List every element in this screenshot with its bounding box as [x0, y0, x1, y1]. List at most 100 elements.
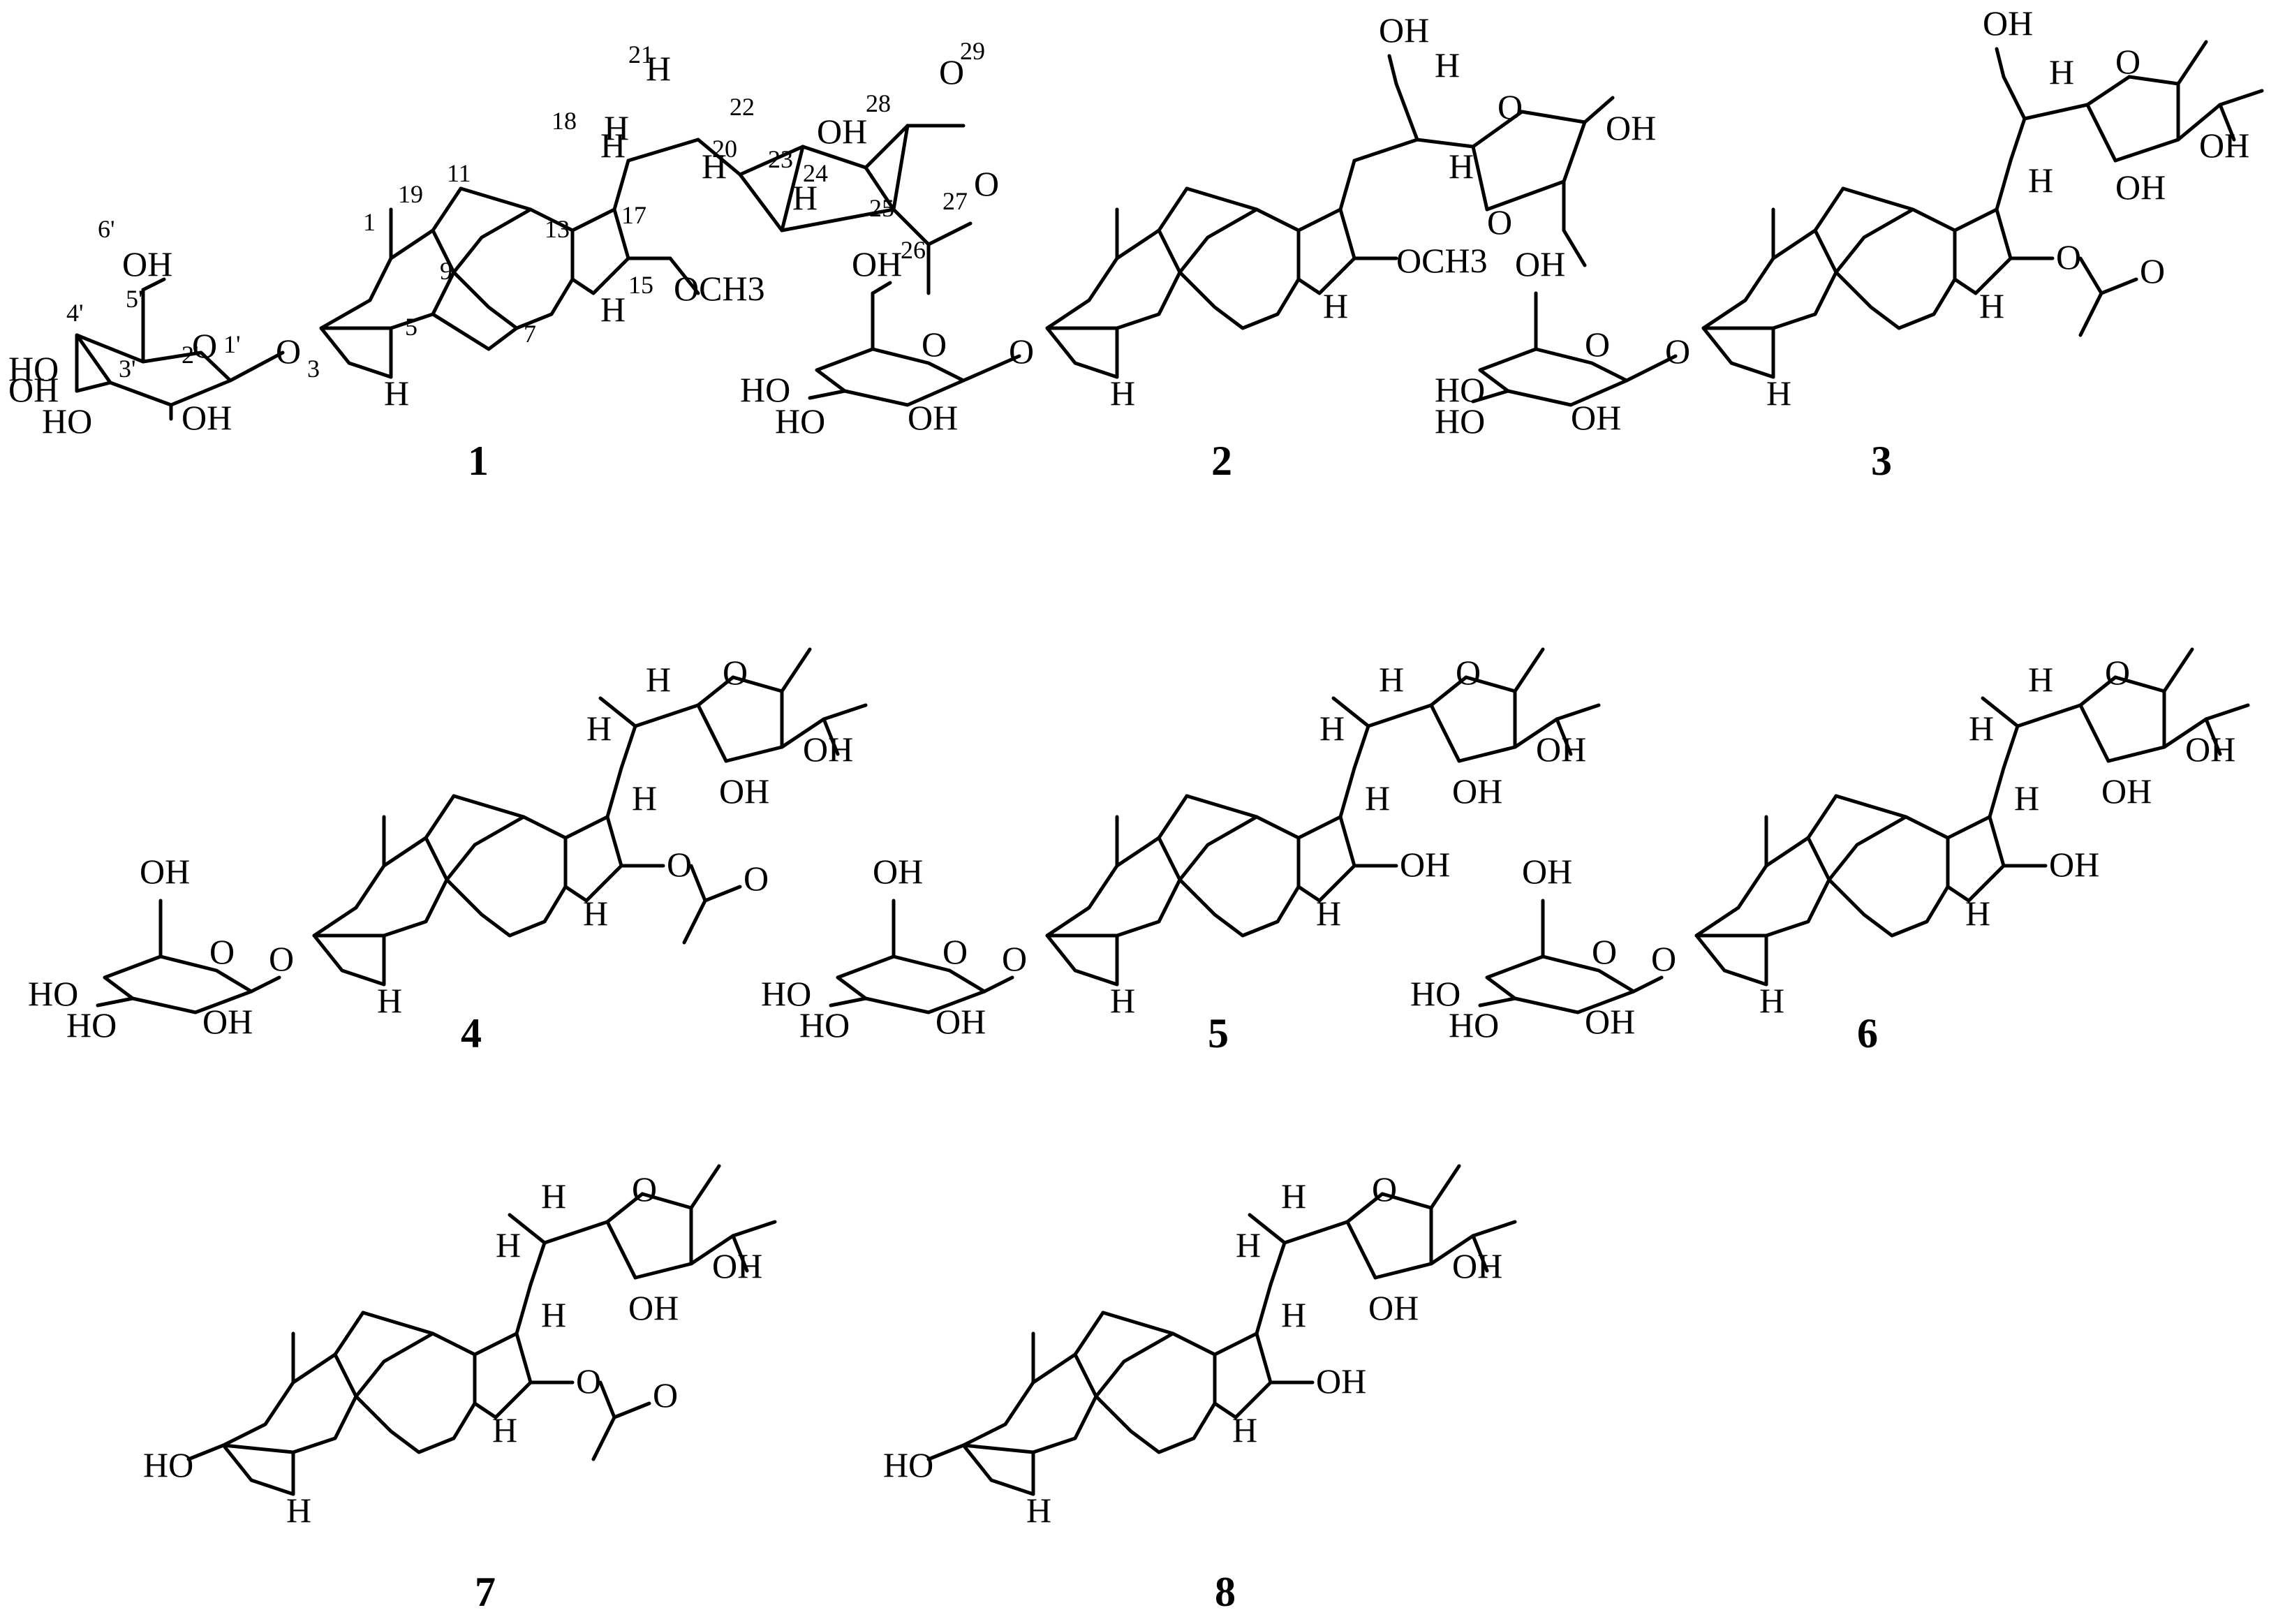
atom-label: HO — [143, 1445, 193, 1484]
position-number: 19 — [398, 180, 423, 208]
atom-label: H — [586, 709, 612, 748]
position-number: 1 — [363, 208, 376, 236]
atom-label: O — [653, 1375, 678, 1415]
atom-label: H — [2028, 660, 2053, 699]
position-numbers-1: 6' 5' 4' 3' 2' 1' 3 5 1 19 11 9 7 13 18 … — [66, 37, 985, 383]
atom-label: OH — [628, 1288, 679, 1327]
atom-label: H — [702, 147, 727, 186]
atom-label: O — [744, 859, 769, 898]
atom-label: H — [583, 894, 608, 933]
atom-label: HO — [42, 401, 92, 441]
atom-label: O — [269, 939, 294, 978]
atom-label: H — [600, 126, 626, 165]
atom-label: HO — [1410, 974, 1461, 1013]
atom-label: HO — [883, 1445, 933, 1484]
compound-4: OH HO HO OH O O H H O H OH OH H O O H 4 — [28, 647, 868, 1056]
sugar-2 — [808, 281, 1021, 407]
atom-label: H — [1365, 778, 1390, 818]
atom-label: H — [1449, 147, 1474, 186]
atom-label: O — [192, 326, 217, 365]
position-number: 6' — [98, 215, 115, 243]
sugar-3 — [1471, 291, 1678, 407]
position-number: 7 — [524, 320, 536, 348]
atom-label: OH — [908, 398, 958, 437]
atom-label: O — [974, 164, 999, 203]
atom-label: H — [1759, 981, 1784, 1020]
atom-label: H — [1281, 1176, 1306, 1216]
atom-label: O — [276, 332, 301, 371]
atom-label: H — [1026, 1491, 1051, 1530]
compound-id-label: 5 — [1208, 1010, 1229, 1056]
atom-label: OH — [712, 1246, 762, 1285]
position-number: 25 — [869, 194, 894, 222]
atom-label: H — [1319, 709, 1345, 748]
position-number: 11 — [447, 159, 471, 187]
position-number: 23 — [768, 145, 793, 173]
position-number: 13 — [545, 215, 570, 243]
atom-label: H — [1435, 45, 1460, 84]
atom-label: H — [632, 778, 657, 818]
atom-label: OH — [852, 244, 902, 283]
steroid-core-2 — [1045, 54, 1615, 379]
compound-3: OH HO HO OH O O H OH H O OH OH H O O H 3 — [1435, 3, 2264, 484]
atom-label: OH — [1316, 1361, 1366, 1401]
position-number: 26 — [901, 236, 926, 264]
atom-label: OH — [873, 852, 923, 891]
atom-label: O — [1009, 332, 1034, 371]
atom-label: O — [1498, 87, 1523, 126]
atom-label: HO — [8, 349, 59, 388]
position-number: 24 — [803, 159, 828, 187]
position-number: 18 — [552, 107, 577, 135]
compound-6: OH HO HO OH O O H H O H OH OH H OH H 6 — [1410, 647, 2250, 1056]
position-number: 1' — [223, 330, 241, 358]
atom-label: H — [286, 1491, 311, 1530]
steroid-core-3 — [1701, 40, 2264, 379]
atom-label: HO — [28, 974, 78, 1013]
atom-label: OH — [2199, 126, 2249, 165]
atom-label: H — [1236, 1225, 1261, 1264]
atom-label: O — [1456, 653, 1481, 692]
atom-label: OH — [182, 398, 232, 437]
atom-label: H — [377, 981, 402, 1020]
atom-label: O — [922, 325, 947, 364]
atom-label: H — [2028, 161, 2053, 200]
atom-label: O — [2140, 251, 2165, 290]
atom-label: O — [576, 1361, 601, 1401]
atom-label: H — [1281, 1295, 1306, 1334]
atom-label: OH — [1515, 244, 1565, 283]
atom-label: O — [632, 1169, 657, 1209]
atom-label: OH — [1379, 10, 1429, 50]
position-number: 9 — [440, 257, 452, 285]
atom-label: HO — [1435, 401, 1485, 441]
atom-label: O — [1665, 332, 1690, 371]
atom-label: H — [1969, 709, 1994, 748]
steroid-core-7 — [186, 1164, 777, 1496]
atom-label: O — [1002, 939, 1027, 978]
atom-label: HO — [761, 974, 811, 1013]
sugar-1 — [75, 277, 285, 421]
atom-label: OH — [1400, 845, 1450, 884]
atom-label: H — [1110, 981, 1135, 1020]
atom-label: OH — [1452, 1246, 1502, 1285]
atom-label: O — [667, 845, 692, 884]
steroid-core-1 — [319, 124, 973, 379]
atom-label: HO — [66, 1005, 117, 1044]
steroid-core-6 — [1694, 647, 2250, 987]
atom-label: H — [600, 290, 626, 329]
position-number: 22 — [730, 93, 755, 121]
position-number: 5' — [126, 285, 143, 313]
atom-label: HO — [740, 370, 790, 409]
atom-label: O — [2115, 42, 2140, 81]
atom-label: O — [2056, 237, 2081, 276]
atom-label: H — [1110, 374, 1135, 413]
atom-label: H — [1232, 1410, 1257, 1449]
compound-1: OH OH OH HO HO O O H O O OCH3 H H H H OH… — [8, 37, 999, 484]
atom-label: O — [723, 653, 748, 692]
atom-label: OH — [1452, 772, 1502, 811]
atom-label: H — [1323, 286, 1348, 325]
position-number: 27 — [942, 187, 968, 215]
steroid-core-5 — [1045, 647, 1601, 987]
compound-2: OH HO HO OH O O H OH H O H OH O OCH3 H 2 — [740, 10, 1656, 484]
atom-label: OH — [8, 370, 59, 409]
